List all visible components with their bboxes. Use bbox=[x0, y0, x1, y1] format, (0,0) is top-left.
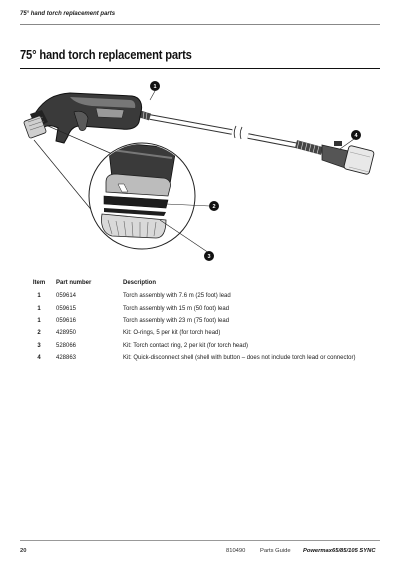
cell-part-number: 059616 bbox=[56, 317, 77, 324]
strain-relief-connector bbox=[294, 140, 324, 155]
cell-description: Torch assembly with 7.6 m (25 foot) lead bbox=[123, 293, 231, 300]
footer-rule bbox=[20, 540, 380, 541]
zoom-lines bbox=[33, 125, 118, 219]
cell-part-number: 528066 bbox=[56, 342, 77, 349]
cell-part-number: 059615 bbox=[56, 305, 77, 312]
cell-description: Torch assembly with 23 m (75 foot) lead bbox=[123, 317, 230, 324]
product-name: Powermax65/85/105 SYNC bbox=[303, 548, 376, 554]
running-head: 75° hand torch replacement parts bbox=[20, 11, 116, 17]
cell-description: Kit: O-rings, 5 per kit (for torch head) bbox=[123, 330, 221, 337]
cell-description: Torch assembly with 15 m (50 foot) lead bbox=[123, 305, 230, 312]
table-row: 1 059615 Torch assembly with 15 m (50 fo… bbox=[28, 302, 355, 314]
table-row: 1 059616 Torch assembly with 23 m (75 fo… bbox=[28, 315, 355, 327]
torch-handle bbox=[30, 92, 143, 144]
cell-description: Kit: Torch contact ring, 2 per kit (for … bbox=[123, 342, 248, 349]
table-row: 1 059614 Torch assembly with 7.6 m (25 f… bbox=[28, 290, 355, 302]
table-row: 4 428863 Kit: Quick-disconnect shell (sh… bbox=[28, 352, 355, 364]
parts-table: Item Part number Description 1 059614 To… bbox=[28, 278, 356, 364]
callout-4: 4 bbox=[351, 130, 361, 140]
torch-lead bbox=[149, 114, 301, 149]
callout-4-label: 4 bbox=[354, 133, 358, 139]
header-item: Item bbox=[32, 279, 46, 286]
cell-part-number: 428950 bbox=[56, 330, 77, 337]
cell-item: 1 bbox=[37, 305, 41, 312]
cell-item: 1 bbox=[37, 293, 41, 300]
torch-illustration: 1 4 2 3 bbox=[23, 81, 375, 261]
callout-3-label: 3 bbox=[207, 254, 210, 260]
table-row: 2 428950 Kit: O-rings, 5 per kit (for to… bbox=[28, 327, 355, 339]
cell-description: Kit: Quick-disconnect shell (shell with … bbox=[123, 355, 356, 362]
header-rule bbox=[20, 24, 380, 25]
torch-head-detail bbox=[88, 142, 196, 250]
cell-item: 2 bbox=[37, 330, 41, 337]
guide-name: Parts Guide bbox=[260, 548, 291, 554]
cell-item: 3 bbox=[37, 342, 41, 349]
torch-head bbox=[23, 115, 47, 139]
callout-2-label: 2 bbox=[212, 204, 215, 210]
page-number: 20 bbox=[20, 548, 27, 554]
header-description: Description bbox=[123, 279, 157, 286]
callout-2: 2 bbox=[209, 201, 219, 211]
leader-lines bbox=[149, 90, 355, 254]
strain-relief-handle bbox=[138, 110, 152, 121]
header-part-number: Part number bbox=[56, 279, 92, 286]
cell-part-number: 428863 bbox=[56, 355, 77, 362]
cell-item: 4 bbox=[37, 355, 41, 362]
page-title: 75° hand torch replacement parts bbox=[20, 47, 192, 62]
table-header-row: Item Part number Description bbox=[28, 278, 355, 290]
table-row: 3 528066 Kit: Torch contact ring, 2 per … bbox=[28, 340, 355, 352]
cell-item: 1 bbox=[37, 317, 41, 324]
callout-1: 1 bbox=[150, 81, 160, 91]
document-number: 810490 bbox=[226, 548, 246, 554]
callout-3: 3 bbox=[204, 251, 214, 261]
quick-disconnect-connector bbox=[321, 141, 375, 175]
title-rule bbox=[20, 68, 380, 69]
cell-part-number: 059614 bbox=[56, 293, 77, 300]
callout-1-label: 1 bbox=[153, 84, 156, 90]
